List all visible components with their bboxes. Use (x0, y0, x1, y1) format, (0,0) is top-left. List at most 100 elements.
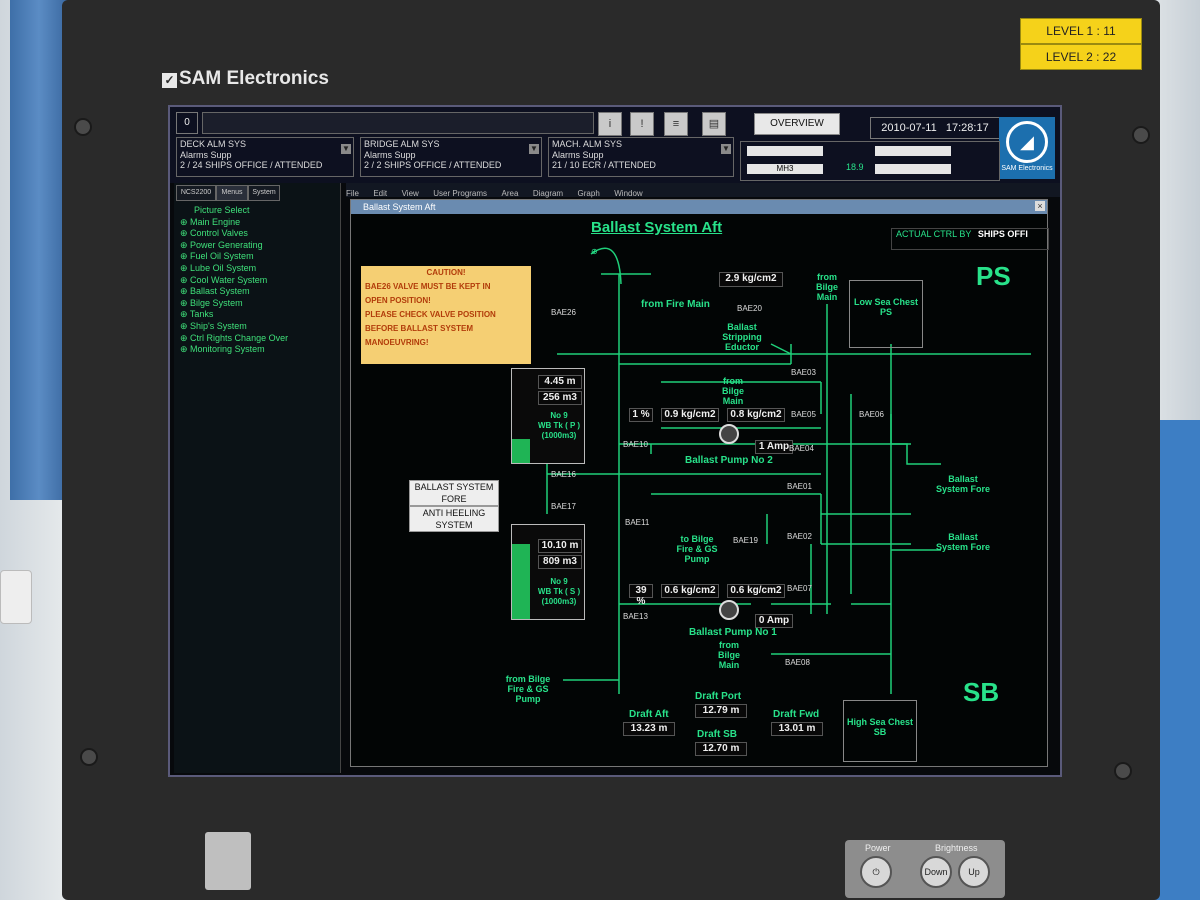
document-icon[interactable]: ▤ (702, 112, 726, 136)
valve-bae17[interactable]: BAE17 (551, 502, 576, 511)
machinery-alarm-panel[interactable]: MACH. ALM SYS Alarms Supp 21 / 10 ECR / … (548, 137, 734, 177)
valve-bae08[interactable]: BAE08 (785, 658, 810, 667)
nav-item-tanks[interactable]: ⊕ Tanks (180, 309, 214, 320)
nav-item-ctrl-rights[interactable]: ⊕ Ctrl Rights Change Over (180, 332, 289, 343)
level-sticker-2: LEVEL 2 : 22 (1020, 44, 1142, 70)
menu-window[interactable]: Window (614, 189, 643, 198)
navigation-pane: NCS2200 Menus System Picture Select ⊕ Ma… (174, 183, 341, 773)
diagram-heading: Ballast System Aft (591, 219, 723, 236)
exclamation-icon[interactable]: ! (630, 112, 654, 136)
chevron-down-icon[interactable]: ▼ (341, 144, 351, 154)
nav-item-main-engine[interactable]: ⊕ Main Engine (180, 216, 241, 227)
low-sea-chest[interactable]: Low Sea Chest PS (849, 280, 923, 348)
datetime-display: 2010-07-11 17:28:17 (870, 117, 1000, 139)
nav-item-lube-oil[interactable]: ⊕ Lube Oil System (180, 262, 257, 273)
valve-bae19[interactable]: BAE19 (733, 536, 758, 545)
actual-ctrl-box: ACTUAL CTRL BY SHIPS OFFI (891, 228, 1049, 250)
chevron-down-icon[interactable]: ▼ (529, 144, 539, 154)
chevron-down-icon[interactable]: ▼ (721, 144, 731, 154)
nav-item-control-valves[interactable]: ⊕ Control Valves (180, 228, 248, 239)
nav-tree: Picture Select ⊕ Main Engine ⊕ Control V… (180, 205, 340, 356)
brightness-up-button[interactable]: Up (958, 856, 990, 888)
brightness-down-button[interactable]: Down (920, 856, 952, 888)
valve-bae03[interactable]: BAE03 (791, 368, 816, 377)
nav-item-ships-system[interactable]: ⊕ Ship's System (180, 320, 247, 331)
wall-socket (0, 570, 32, 624)
ballast-pump-2[interactable] (719, 424, 739, 444)
pump1-percent: 39 % (629, 584, 653, 607)
menu-graph[interactable]: Graph (577, 189, 600, 198)
command-line-input[interactable] (202, 112, 594, 134)
valve-bae01[interactable]: BAE01 (787, 482, 812, 491)
label-from-bilge-main-top: from Bilge Main (815, 272, 838, 302)
bridge-alarm-panel[interactable]: BRIDGE ALM SYS Alarms Supp 2 / 2 SHIPS O… (360, 137, 542, 177)
sb-label: SB (963, 677, 1000, 707)
blank-field (875, 164, 951, 174)
label-from-fire-main: from Fire Main (641, 299, 710, 310)
caution-title: CAUTION! (426, 268, 466, 277)
pump2-percent: 1 % (629, 408, 653, 422)
valve-bae06[interactable]: BAE06 (859, 410, 884, 419)
ballast-fore-button[interactable]: BALLAST SYSTEM FORE (409, 480, 499, 506)
date-text: 2010-07-11 (881, 122, 937, 134)
valve-bae02[interactable]: BAE02 (787, 532, 812, 541)
overview-button[interactable]: OVERVIEW (754, 113, 840, 135)
menu-user-programs[interactable]: User Programs (433, 189, 488, 198)
menu-view[interactable]: View (401, 189, 419, 198)
sam-logo-button[interactable]: ◢ SAM Electronics (999, 117, 1055, 179)
deck-alarm-panel[interactable]: DECK ALM SYS Alarms Supp 2 / 24 SHIPS OF… (176, 137, 354, 177)
list-icon[interactable]: ≡ (664, 112, 688, 136)
high-sea-chest[interactable]: High Sea Chest SB (843, 700, 917, 762)
nav-item-power-generating[interactable]: ⊕ Power Generating (180, 239, 263, 250)
valve-bae07[interactable]: BAE07 (787, 584, 812, 593)
mh3-value: 18.9 (846, 162, 864, 172)
pump1-name: Ballast Pump No 1 (689, 627, 777, 638)
draft-sb-value: 12.70 m (695, 742, 747, 756)
nav-item-fuel-oil[interactable]: ⊕ Fuel Oil System (180, 251, 254, 262)
tab-system[interactable]: System (248, 185, 280, 201)
nav-item-cool-water[interactable]: ⊕ Cool Water System (180, 274, 268, 285)
tank-wb9-port[interactable]: 4.45 m 256 m3 No 9 WB Tk ( P ) (1000m3) (511, 368, 585, 464)
tank-level-fill (512, 439, 530, 463)
nav-item-bilge[interactable]: ⊕ Bilge System (180, 297, 243, 308)
fire-main-pressure: 2.9 kg/cm2 (719, 272, 783, 287)
draft-port-label: Draft Port (695, 691, 742, 702)
valve-bae05[interactable]: BAE05 (791, 410, 816, 419)
command-counter: 0 (176, 112, 198, 134)
menu-file[interactable]: File (346, 189, 359, 198)
valve-bae16[interactable]: BAE16 (551, 470, 576, 479)
brightness-label: Brightness (935, 843, 978, 853)
ballast-window: Ballast System Aft × (350, 199, 1049, 767)
draft-fwd-value: 13.01 m (771, 722, 823, 736)
blank-field (875, 146, 951, 156)
blue-curtain (10, 0, 68, 500)
menu-area[interactable]: Area (501, 189, 519, 198)
tank-volume-value: 256 m3 (538, 391, 582, 405)
nav-item-monitoring[interactable]: ⊕ Monitoring System (180, 344, 265, 355)
valve-bae10[interactable]: BAE10 (623, 440, 648, 449)
indicator-panel (205, 832, 251, 890)
tab-ncs2200[interactable]: NCS2200 (176, 185, 216, 201)
menu-diagram[interactable]: Diagram (532, 189, 564, 198)
tank-wb9-starboard[interactable]: 10.10 m 809 m3 No 9 WB Tk ( S ) (1000m3) (511, 524, 585, 620)
close-icon[interactable]: × (1035, 201, 1045, 211)
menu-edit[interactable]: Edit (373, 189, 388, 198)
nav-item-picture-select[interactable]: Picture Select (194, 205, 250, 215)
tank-level-value: 4.45 m (538, 375, 582, 389)
anti-heeling-button[interactable]: ANTI HEELING SYSTEM (409, 506, 499, 532)
valve-bae11[interactable]: BAE11 (625, 518, 650, 527)
valve-bae04[interactable]: BAE04 (789, 444, 814, 453)
valve-bae20[interactable]: BAE20 (737, 304, 762, 313)
ballast-pump-1[interactable] (719, 600, 739, 620)
caution-box: CAUTION! BAE26 VALVE MUST BE KEPT IN OPE… (361, 266, 531, 364)
valve-bae26[interactable]: BAE26 (551, 308, 576, 317)
nav-item-ballast[interactable]: ⊕ Ballast System (180, 286, 250, 297)
label-to-bilge-fire: to Bilge Fire & GS Pump (676, 534, 718, 564)
draft-aft-label: Draft Aft (629, 709, 669, 720)
valve-bae13[interactable]: BAE13 (623, 612, 648, 621)
screw (1132, 126, 1150, 144)
tab-menus[interactable]: Menus (216, 185, 248, 201)
pump2-name: Ballast Pump No 2 (685, 455, 773, 466)
power-button[interactable]: ⏻ (860, 856, 892, 888)
info-icon[interactable]: i (598, 112, 622, 136)
